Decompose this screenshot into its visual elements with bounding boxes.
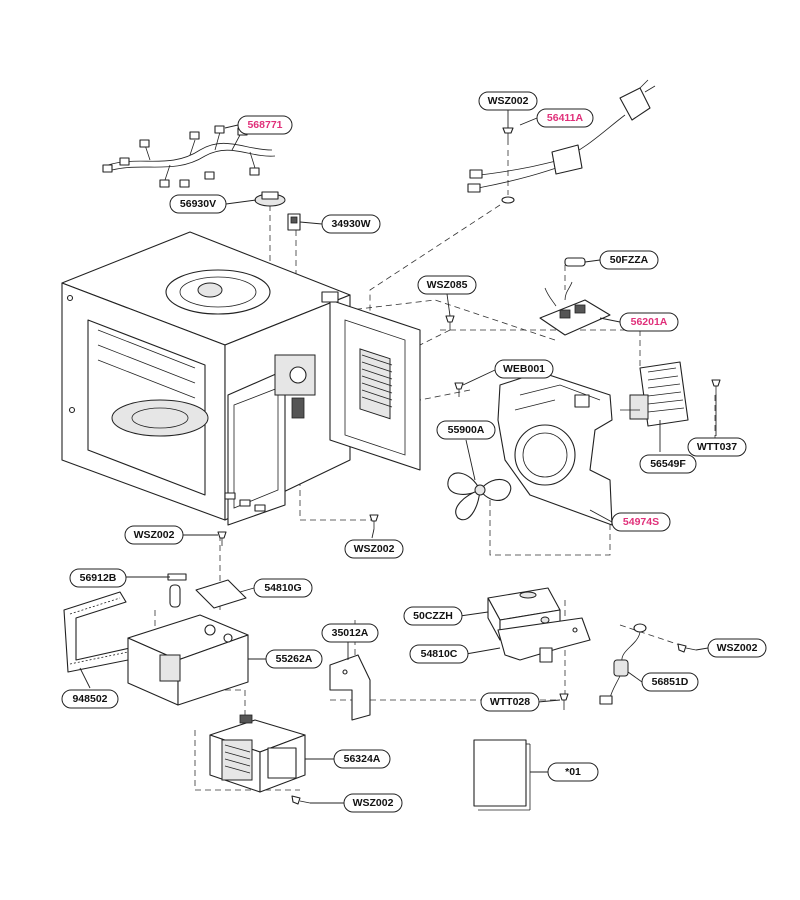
- label-55900A[interactable]: 55900A: [436, 420, 496, 440]
- svg-text:WTT037: WTT037: [697, 441, 737, 453]
- fan-duct: [497, 371, 613, 526]
- svg-text:568771: 568771: [247, 119, 282, 131]
- transformer: [127, 614, 249, 706]
- screw-wtt037: [711, 379, 721, 394]
- svg-text:56201A: 56201A: [631, 316, 668, 328]
- label-54974S[interactable]: 54974S: [611, 512, 671, 532]
- label-56201A[interactable]: 56201A: [619, 312, 679, 332]
- bracket: [329, 654, 371, 721]
- screw-magnetron: [291, 795, 311, 805]
- svg-text:56912B: 56912B: [80, 572, 117, 584]
- part-labels: 568771 56411A WSZ002 56930V 34930W 50FZZ…: [61, 91, 767, 813]
- label-wtt028[interactable]: WTT028: [480, 692, 540, 712]
- label-wtt037[interactable]: WTT037: [687, 437, 747, 457]
- label-56549F[interactable]: 56549F: [639, 454, 697, 474]
- svg-text:56324A: 56324A: [344, 753, 381, 765]
- svg-text:*01: *01: [565, 766, 581, 778]
- insulator-sheet: [195, 579, 247, 609]
- label-35012A[interactable]: 35012A: [321, 623, 379, 643]
- thermostat: [254, 191, 286, 207]
- screw-mid: [369, 514, 379, 529]
- label-50FZZA[interactable]: 50FZZA: [599, 250, 659, 270]
- svg-text:WSZ002: WSZ002: [488, 95, 529, 107]
- svg-text:50FZZA: 50FZZA: [610, 254, 649, 266]
- svg-text:56851D: 56851D: [652, 676, 689, 688]
- svg-text:WTT028: WTT028: [490, 696, 530, 708]
- fuse-cable: [599, 623, 647, 705]
- leader-lines: [79, 110, 717, 804]
- label-54810G[interactable]: 54810G: [253, 578, 313, 598]
- svg-text:948502: 948502: [72, 693, 107, 705]
- label-54810C[interactable]: 54810C: [409, 644, 469, 664]
- svg-text:56549F: 56549F: [650, 458, 686, 470]
- fuse-holder: [287, 213, 301, 231]
- svg-text:WSZ085: WSZ085: [427, 279, 468, 291]
- screw-right: [677, 643, 697, 653]
- svg-text:55900A: 55900A: [448, 424, 485, 436]
- label-56411A[interactable]: 56411A: [536, 108, 594, 128]
- svg-text:35012A: 35012A: [332, 627, 369, 639]
- svg-text:WSZ002: WSZ002: [354, 543, 395, 555]
- label-56851D[interactable]: 56851D: [641, 672, 699, 692]
- screw-wtt028: [559, 693, 569, 710]
- oven-cavity: [61, 231, 351, 526]
- hv-diode: [167, 573, 187, 608]
- label-948502[interactable]: 948502: [61, 689, 119, 709]
- svg-text:56411A: 56411A: [547, 112, 584, 124]
- fan-motor: [620, 361, 689, 427]
- screw-web001: [454, 382, 464, 397]
- label-56930V[interactable]: 56930V: [169, 194, 227, 214]
- label-01[interactable]: *01: [547, 762, 599, 782]
- label-wsz002-left[interactable]: WSZ002: [124, 525, 184, 545]
- side-panel-grille: [321, 291, 421, 471]
- label-wsz002-right[interactable]: WSZ002: [707, 638, 767, 658]
- svg-text:54810C: 54810C: [421, 648, 458, 660]
- svg-text:55262A: 55262A: [276, 653, 313, 665]
- label-568771[interactable]: 568771: [237, 115, 293, 135]
- label-56912B[interactable]: 56912B: [69, 568, 127, 588]
- svg-text:WSZ002: WSZ002: [134, 529, 175, 541]
- magnetron: [209, 714, 306, 793]
- svg-text:WEB001: WEB001: [503, 363, 545, 375]
- gasket: [63, 591, 131, 673]
- label-56324A[interactable]: 56324A: [333, 749, 391, 769]
- label-55262A[interactable]: 55262A: [265, 649, 323, 669]
- screw-wsz085: [445, 315, 455, 330]
- power-cord: [467, 79, 656, 204]
- label-wsz002-top[interactable]: WSZ002: [478, 91, 538, 111]
- label-wsz002-bottom[interactable]: WSZ002: [343, 793, 403, 813]
- svg-text:54810G: 54810G: [264, 582, 301, 594]
- capacitor-bracket: [497, 617, 591, 663]
- svg-text:WSZ002: WSZ002: [353, 797, 394, 809]
- manual-booklet: [473, 739, 531, 811]
- wire-harness: [102, 125, 276, 188]
- label-34930W[interactable]: 34930W: [321, 214, 381, 234]
- label-web001[interactable]: WEB001: [494, 359, 554, 379]
- screw-top: [502, 127, 514, 145]
- svg-text:WSZ002: WSZ002: [717, 642, 758, 654]
- label-50CZZH[interactable]: 50CZZH: [403, 606, 463, 626]
- fan-blade: [447, 472, 512, 521]
- svg-text:50CZZH: 50CZZH: [413, 610, 453, 622]
- svg-text:56930V: 56930V: [180, 198, 216, 210]
- fuse: [564, 257, 586, 267]
- circuit-board: [539, 281, 611, 336]
- label-wsz085[interactable]: WSZ085: [417, 275, 477, 295]
- svg-text:34930W: 34930W: [331, 218, 370, 230]
- label-wsz002-mid[interactable]: WSZ002: [344, 539, 404, 559]
- svg-text:54974S: 54974S: [623, 516, 659, 528]
- screw-left: [217, 531, 227, 546]
